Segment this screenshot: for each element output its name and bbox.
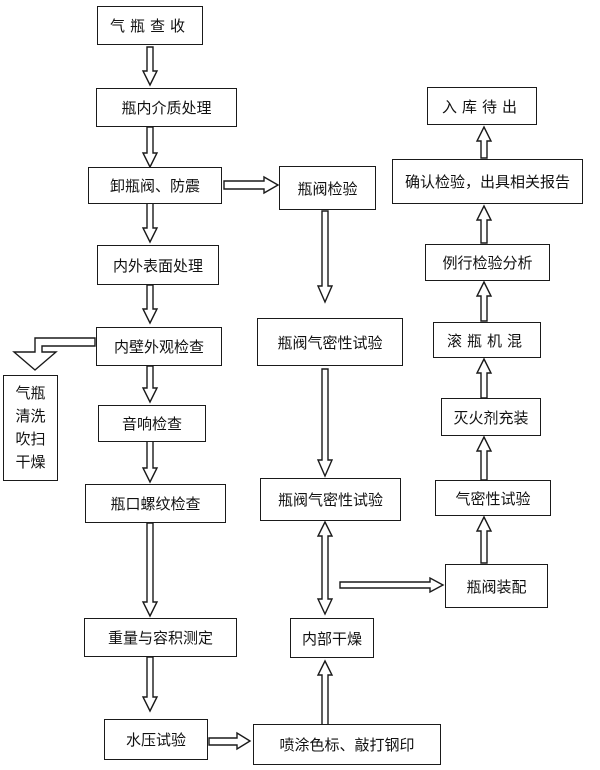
arrow-m3-m4 xyxy=(316,520,334,616)
step-valve-removal: 卸瓶阀、防震 xyxy=(88,167,222,204)
step-cylinder-receipt: 气瓶查收 xyxy=(97,6,203,45)
step-clean-purge-dry: 气瓶 清洗 吹扫 干燥 xyxy=(3,375,58,481)
step-label: 瓶阀装配 xyxy=(466,577,527,596)
step-hydrostatic-test: 水压试验 xyxy=(104,719,208,760)
step-warehouse: 入库待出 xyxy=(427,87,537,125)
step-label: 瓶阀检验 xyxy=(297,179,358,198)
step-surface-treatment: 内外表面处理 xyxy=(97,245,219,285)
step-confirm-report: 确认检验，出具相关报告 xyxy=(392,159,583,204)
arrow-n2-n3 xyxy=(141,126,159,169)
step-label: 瓶阀气密性试验 xyxy=(277,333,383,352)
step-leak-test: 气密性试验 xyxy=(435,480,551,516)
arrow-r4-r3 xyxy=(475,280,493,322)
arrow-n3-m1 xyxy=(223,175,280,195)
step-weight-volume: 重量与容积测定 xyxy=(84,618,237,657)
step-valve-leak-test-1: 瓶阀气密性试验 xyxy=(257,318,403,366)
arrow-r6-r5 xyxy=(475,435,493,481)
arrow-n7-n8 xyxy=(141,522,159,618)
side-line-4: 干燥 xyxy=(15,453,46,471)
step-paint-stamp: 喷涂色标、敲打钢印 xyxy=(253,724,441,765)
step-label: 气瓶查收 xyxy=(109,17,190,35)
step-label: 内壁外观检查 xyxy=(113,338,204,356)
arrow-n5-n6 xyxy=(141,365,159,404)
step-label: 入库待出 xyxy=(441,97,522,116)
side-line-2: 清洗 xyxy=(15,407,46,425)
step-valve-inspection: 瓶阀检验 xyxy=(279,166,376,210)
step-wall-inspection: 内壁外观检查 xyxy=(96,327,222,366)
step-valve-leak-test-2: 瓶阀气密性试验 xyxy=(260,478,401,521)
step-label: 滚瓶机混 xyxy=(446,331,527,350)
step-routine-analysis: 例行检验分析 xyxy=(425,244,550,281)
step-valve-assembly: 瓶阀装配 xyxy=(445,564,548,608)
arrow-m1-m2 xyxy=(316,210,334,304)
step-label: 瓶口螺纹检查 xyxy=(110,495,201,513)
arrow-m3-r7 xyxy=(339,576,445,594)
arrow-n6-n7 xyxy=(141,440,159,484)
arrow-n1-n2 xyxy=(141,46,159,87)
side-line-1: 气瓶 xyxy=(15,384,46,402)
step-label: 卸瓶阀、防震 xyxy=(109,177,200,195)
step-label: 气密性试验 xyxy=(455,489,531,508)
step-label: 水压试验 xyxy=(125,731,186,749)
step-internal-drying: 内部干燥 xyxy=(290,618,374,658)
step-label: 瓶内介质处理 xyxy=(121,99,212,117)
step-label: 内外表面处理 xyxy=(112,256,203,275)
arrow-n9-m5 xyxy=(208,731,252,751)
arrow-r3-r2 xyxy=(475,204,493,244)
side-line-3: 吹扫 xyxy=(15,430,46,448)
step-label: 确认检验，出具相关报告 xyxy=(404,173,570,191)
arrow-n4-n5 xyxy=(141,284,159,325)
arrow-m2-m3 xyxy=(316,368,334,478)
step-sound-check: 音响检查 xyxy=(98,405,206,442)
step-roll-mixing: 滚瓶机混 xyxy=(433,322,541,358)
step-label: 重量与容积测定 xyxy=(107,629,213,647)
arrow-r5-r4 xyxy=(475,357,493,399)
step-thread-inspection: 瓶口螺纹检查 xyxy=(85,484,226,523)
arrow-n5-side xyxy=(12,337,96,371)
arrow-r2-r1 xyxy=(475,125,493,159)
arrow-n8-n9 xyxy=(141,656,159,713)
arrow-m5-m4 xyxy=(316,659,334,726)
arrow-r7-r6 xyxy=(475,515,493,564)
arrow-n3-n4 xyxy=(141,202,159,244)
step-label: 音响检查 xyxy=(121,415,182,433)
step-medium-treatment: 瓶内介质处理 xyxy=(96,88,237,127)
step-label: 例行检验分析 xyxy=(442,254,533,272)
step-label: 瓶阀气密性试验 xyxy=(277,491,383,509)
step-label: 喷涂色标、敲打钢印 xyxy=(279,736,415,754)
step-agent-filling: 灭火剂充装 xyxy=(441,398,541,436)
step-label: 内部干燥 xyxy=(301,629,362,648)
step-label: 灭火剂充装 xyxy=(453,408,529,427)
